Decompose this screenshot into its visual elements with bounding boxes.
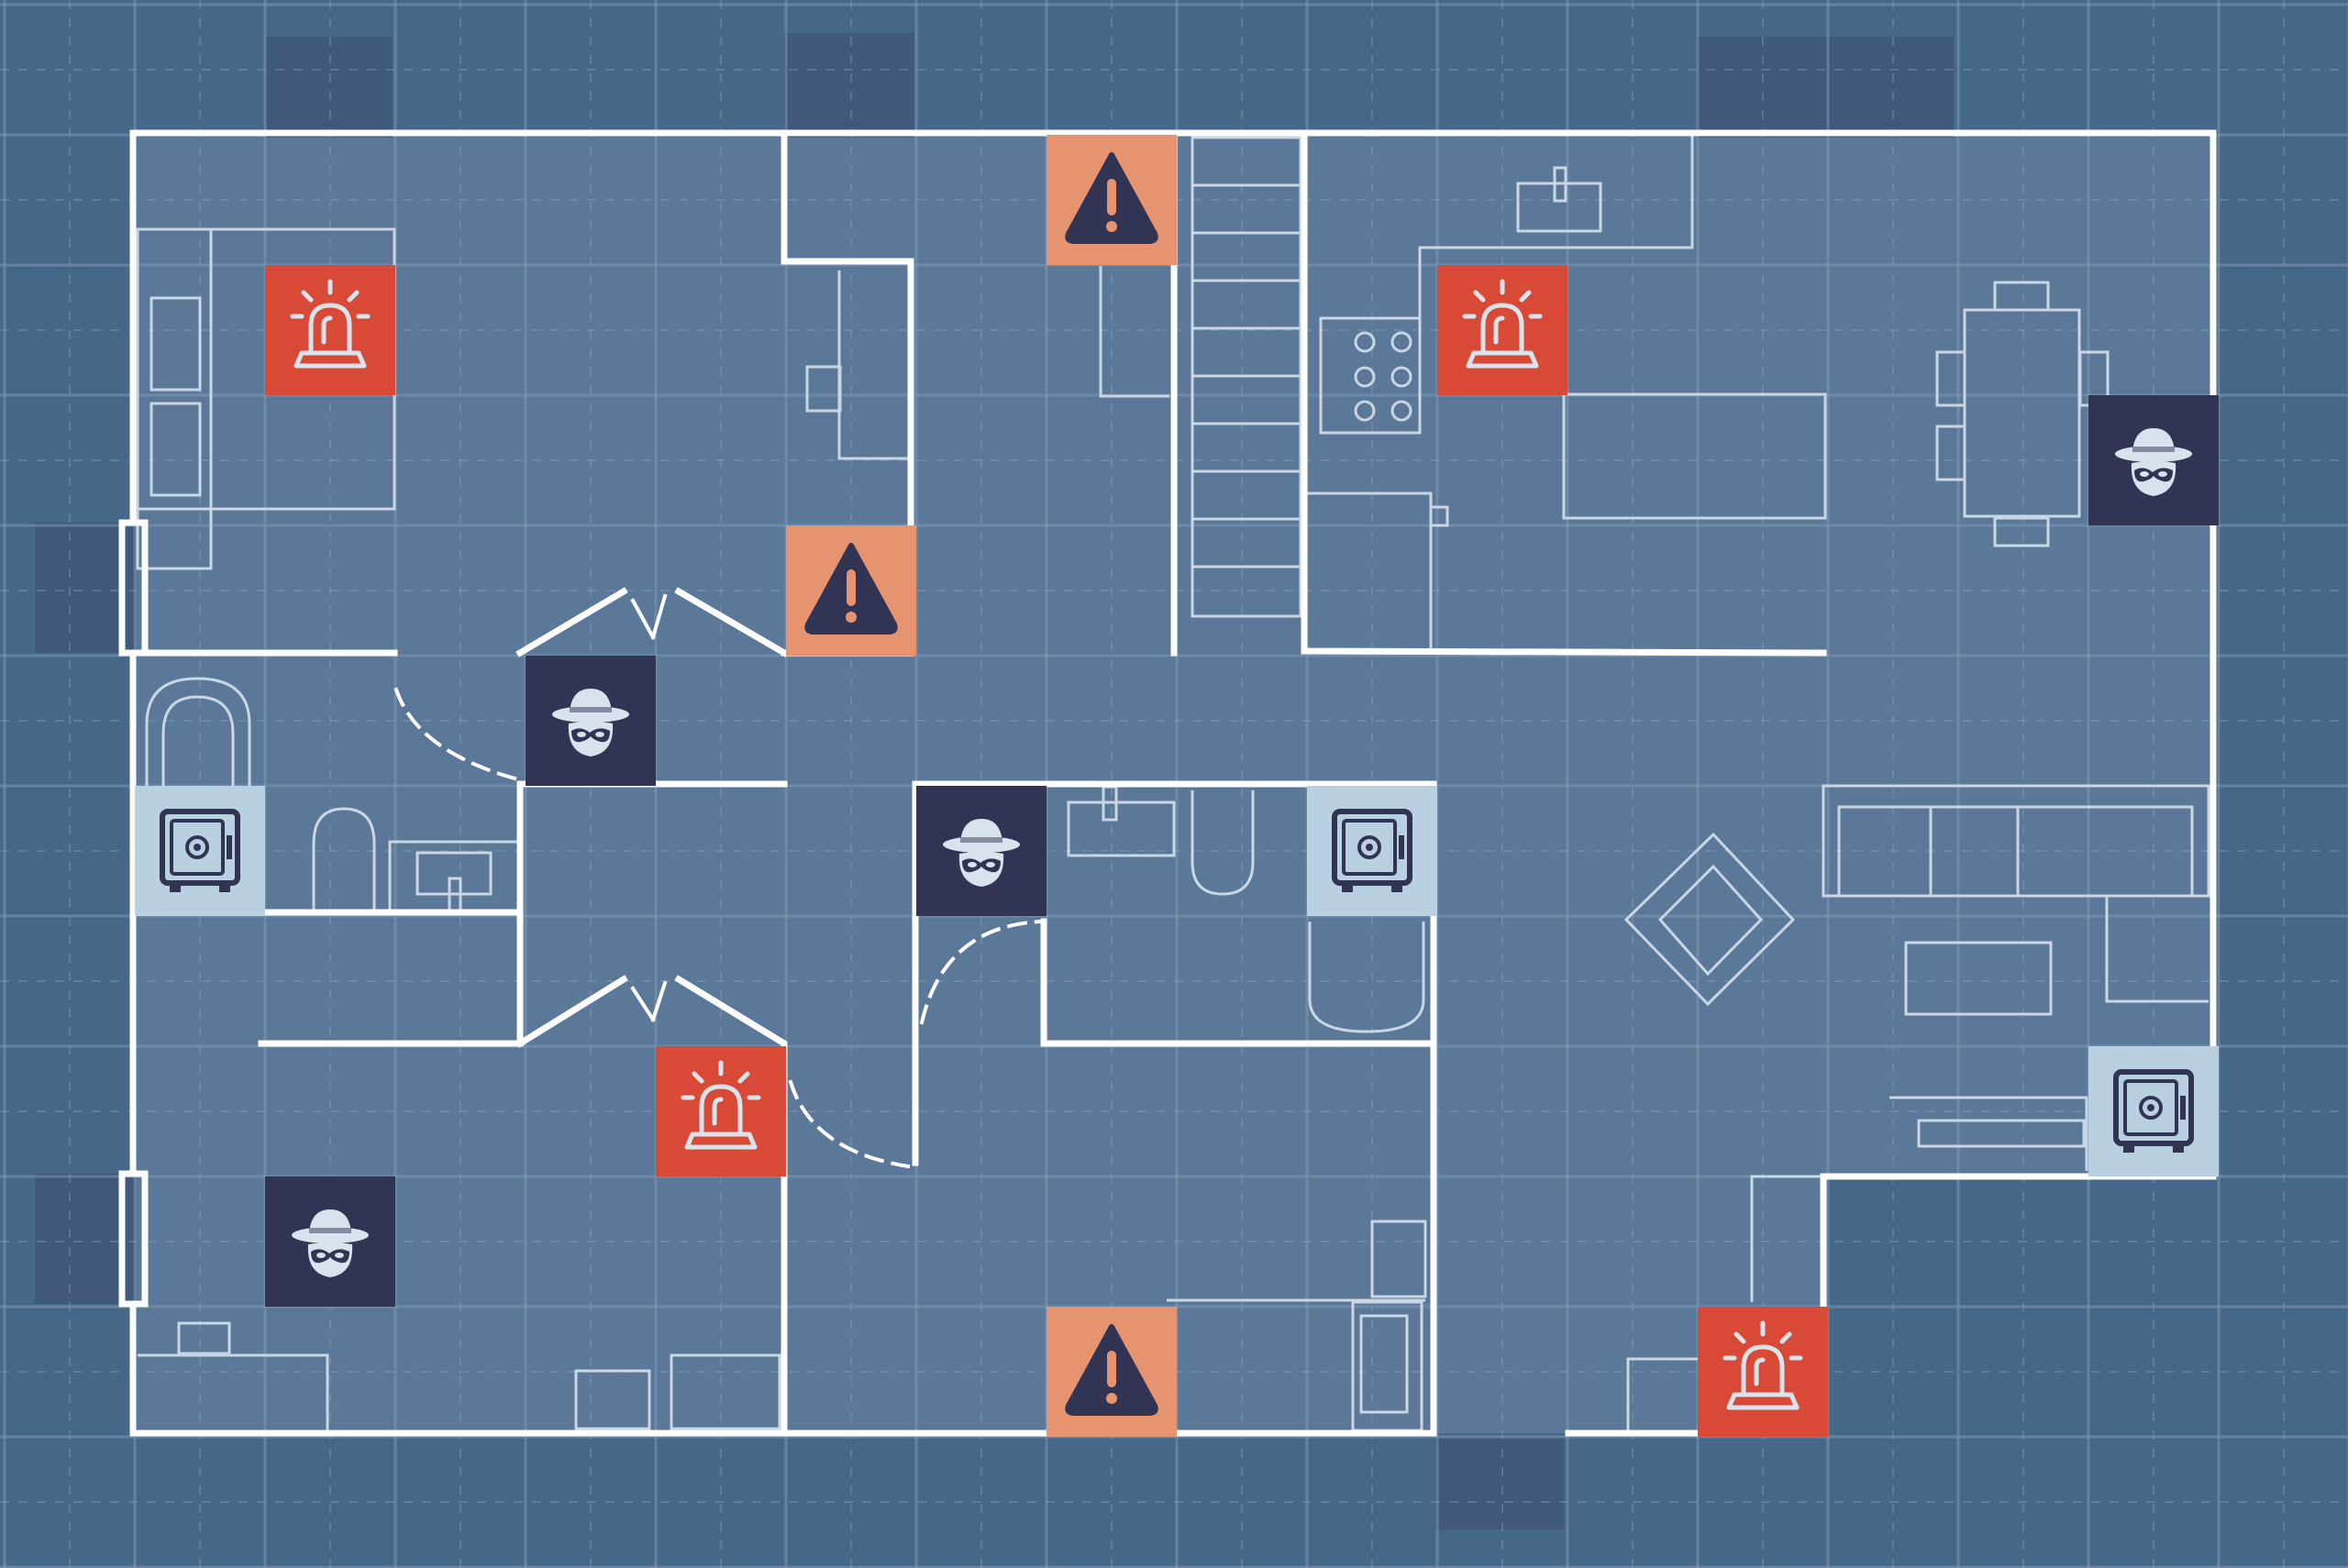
cabinet [1370,1220,1427,1298]
door-swing [393,687,521,782]
siren-icon [1462,279,1543,369]
counter [1307,491,1433,651]
chair [1935,425,1966,481]
chair [805,365,842,413]
drawer [150,296,202,392]
desk-top [670,1353,781,1430]
siren-icon [681,1060,761,1150]
burner [1354,400,1376,422]
shelf [1917,1119,2086,1148]
warning-triangle-icon [804,543,898,635]
siren-icon [1722,1320,1803,1410]
burner [1390,366,1412,388]
door-swing [919,919,1044,1025]
sofa-cushions [1837,805,2194,898]
burner [1390,400,1412,422]
thief-tile[interactable] [265,1176,395,1307]
tub-inner [161,695,235,789]
siren-icon [290,279,371,369]
warning-triangle-icon [1065,1324,1158,1416]
sink [1516,182,1602,233]
window-shade [784,33,914,138]
warning-tile[interactable] [786,525,916,656]
sideboard [1889,1096,2088,1171]
outlet [1429,505,1449,527]
sofa-divider [1929,807,2020,896]
warning-triangle-icon [1065,152,1158,244]
tub [1308,922,1425,1033]
safe-tile[interactable] [1307,786,1437,916]
coffee-table [1904,941,2053,1016]
stove [1319,316,1422,435]
safe-tile[interactable] [135,786,265,916]
faucet [1553,166,1567,203]
cabinet [1750,1175,1821,1302]
safe-tile[interactable] [2088,1046,2219,1176]
alarm-tile[interactable] [656,1046,786,1176]
shelf [1099,266,1169,398]
toilet [1191,790,1255,896]
bed [138,1353,329,1433]
burner [1390,331,1412,353]
safe-icon [160,809,240,892]
desk [837,271,908,460]
wall [129,587,789,657]
alarm-tile[interactable] [265,265,395,395]
door-hinge [630,593,668,1022]
alarm-tile[interactable] [1437,265,1567,395]
sink [415,851,493,896]
burglar-icon [552,689,629,756]
warning-tile[interactable] [1047,135,1177,265]
armchair-inner [1657,864,1764,977]
cabinet [1626,1357,1701,1432]
safe-icon [2113,1069,2194,1153]
kitchen-island [1562,392,1827,520]
warning-tile[interactable] [1047,1307,1177,1437]
alarm-tile[interactable] [1698,1307,1828,1437]
toilet [312,807,376,912]
sink [1067,801,1176,857]
chair [1993,281,2050,312]
window-shade [266,37,393,138]
doors [393,593,1044,1169]
wall [515,975,788,1437]
window-shade [1435,1438,1564,1529]
chair [1935,350,1966,407]
burner [1354,366,1376,388]
thief-tile[interactable] [916,786,1047,916]
burglar-icon [2115,428,2192,496]
door-swing [788,1079,911,1169]
sofa-arm [2105,896,2209,1003]
chair [1993,516,2050,547]
thief-tile[interactable] [526,656,656,786]
window-shade [1697,37,1954,138]
burner [1354,331,1376,353]
tub [145,677,251,789]
safe-icon [1332,809,1412,892]
thief-tile[interactable] [2088,395,2219,525]
bookcase-inner [1359,1314,1409,1414]
burglar-icon [943,819,1020,887]
nightstand [177,1321,231,1355]
cabinet [574,1369,651,1430]
burglar-icon [292,1209,369,1277]
armchair [1623,832,1796,1007]
wall [1301,129,1827,657]
drawer [150,402,202,497]
